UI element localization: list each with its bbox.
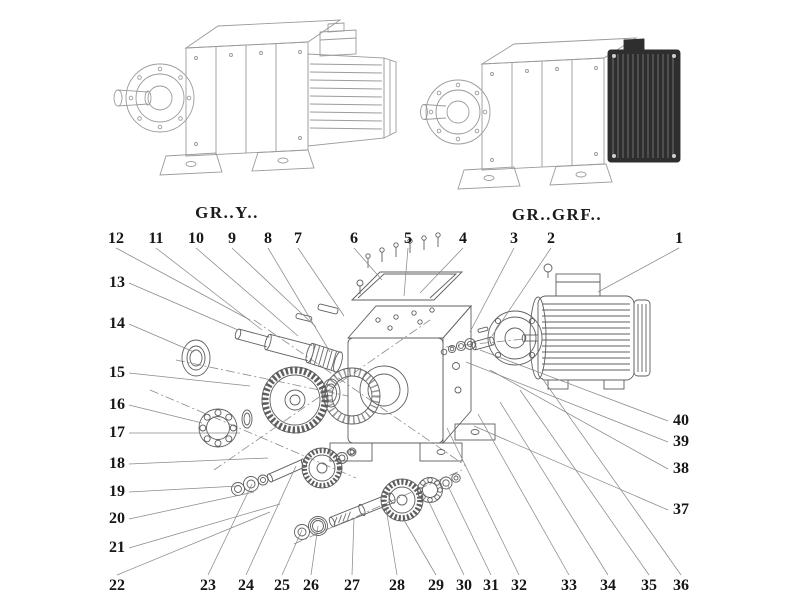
leader-line-20	[128, 491, 255, 520]
leader-line-14	[128, 323, 195, 353]
leader-line-6	[353, 247, 383, 281]
leader-line-9	[231, 247, 317, 328]
leader-line-13	[128, 282, 239, 331]
assembled-view-gr-grf	[420, 37, 681, 190]
leader-line-15	[128, 372, 251, 387]
leader-line-24	[245, 465, 297, 576]
leader-line-16	[128, 404, 203, 424]
leader-line-34	[499, 401, 609, 576]
leader-line-4	[419, 247, 464, 294]
leader-line-21	[128, 503, 281, 549]
leader-line-22	[116, 511, 271, 576]
leader-line-30	[427, 499, 465, 576]
leader-lines-layer	[115, 247, 682, 576]
leader-line-18	[128, 457, 269, 465]
leader-line-19	[128, 485, 239, 493]
leader-line-38	[489, 369, 669, 470]
leader-line-39	[465, 361, 669, 443]
exploded-view	[149, 232, 651, 545]
intermediate-pinion-group	[231, 447, 357, 496]
cover-plate	[295, 232, 464, 322]
electric-motor	[521, 263, 651, 390]
leader-line-10	[195, 247, 299, 337]
leader-line-3	[469, 247, 515, 333]
leader-line-40	[479, 349, 669, 422]
leader-line-11	[155, 247, 263, 331]
input-shaft-assembly	[181, 328, 343, 377]
leader-line-2	[491, 247, 552, 337]
variant-label-left: GR..Y..	[195, 203, 259, 222]
gear-housing	[329, 304, 496, 462]
large-gear	[261, 366, 341, 434]
output-shaft-group	[294, 473, 461, 540]
leader-line-27	[351, 517, 355, 576]
leader-line-7	[297, 247, 345, 317]
leader-line-37	[473, 425, 669, 511]
leader-line-1	[597, 247, 680, 293]
leader-line-36	[541, 377, 682, 576]
leader-line-8	[267, 247, 331, 353]
motor-flange	[487, 310, 543, 366]
dark-cover-block	[607, 38, 681, 163]
leader-line-33	[477, 413, 570, 576]
variant-label-right: GR..GRF..	[511, 205, 603, 224]
leader-line-5	[403, 247, 409, 297]
bearing-seat-ring	[323, 367, 381, 425]
leader-line-32	[446, 427, 520, 576]
leader-line-31	[447, 485, 492, 576]
leader-line-35	[519, 389, 650, 576]
left-bearing	[198, 408, 253, 448]
leader-line-25	[281, 529, 303, 576]
leader-line-26	[310, 525, 319, 576]
leader-line-28	[385, 507, 398, 576]
assembled-view-gr-y	[113, 19, 397, 176]
leader-line-12	[115, 247, 251, 321]
leader-line-29	[403, 519, 437, 576]
leader-line-23	[207, 483, 253, 576]
